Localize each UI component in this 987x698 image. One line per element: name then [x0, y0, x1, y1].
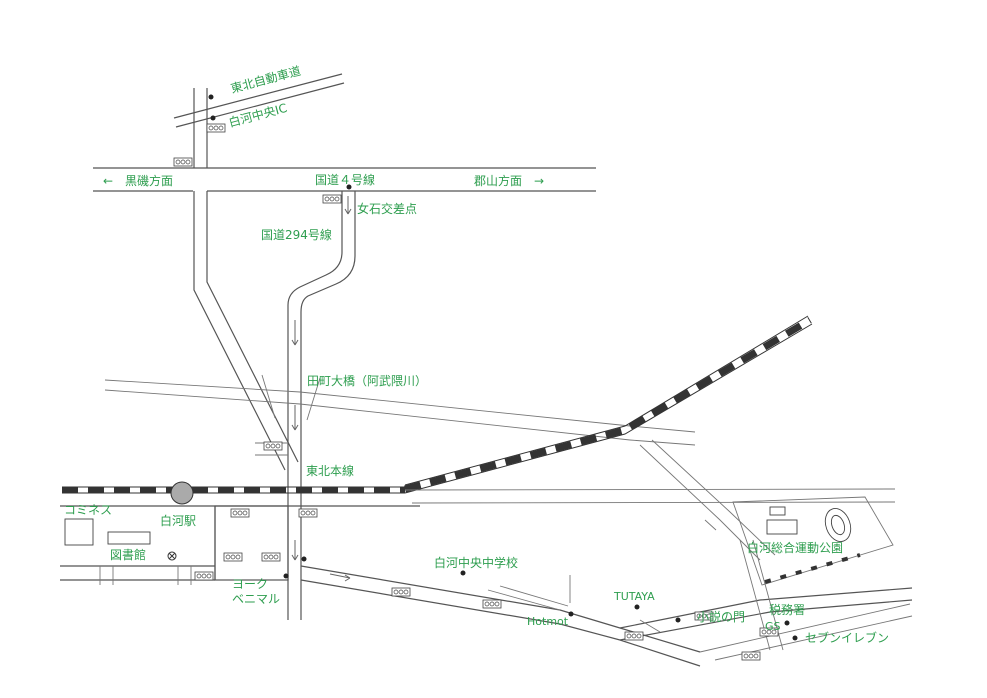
- label-park: 白河総合運動公園: [747, 540, 843, 555]
- east-connector-road: [639, 439, 776, 561]
- label-station: 白河駅: [160, 513, 196, 528]
- label-tutaya: TUTAYA: [613, 590, 655, 603]
- signal-icon: [173, 123, 779, 661]
- label-library: 図書館: [110, 547, 146, 562]
- southeast-road: [300, 565, 701, 667]
- label-tax: 税務署: [769, 603, 805, 617]
- label-ic: 白河中央IC: [227, 100, 289, 130]
- sports-park-area: [732, 496, 894, 586]
- location-dots: [208, 94, 798, 641]
- label-dir-east: 郡山方面 →: [474, 173, 544, 188]
- label-dir-west: ← 黒磯方面: [103, 173, 173, 188]
- park-rail: [764, 553, 861, 584]
- label-expressway: 東北自動車道: [229, 64, 302, 96]
- label-hotmot: Hotmot: [527, 615, 569, 628]
- cominess-building: [64, 518, 94, 546]
- route4-road: [93, 167, 596, 192]
- library-symbol: [167, 551, 177, 561]
- label-shosetsu: 小説の門: [697, 609, 745, 624]
- spur-line: [404, 488, 896, 504]
- label-cominess: コミネス: [64, 503, 112, 517]
- tohoku-line-west: [62, 486, 405, 494]
- tohoku-line-east: [404, 315, 813, 494]
- label-jr-line: 東北本線: [306, 463, 354, 478]
- label-route294: 国道294号線: [261, 227, 332, 242]
- label-school: 白河中央中学校: [434, 555, 518, 570]
- label-onna-ishi: 女石交差点: [357, 201, 417, 216]
- shirakawa-station-marker: [170, 481, 194, 505]
- station-roads: [60, 442, 420, 585]
- abukuma-river: [104, 374, 696, 446]
- label-gs: GS: [765, 620, 781, 633]
- route294-road: [287, 191, 356, 620]
- library-building: [107, 531, 151, 545]
- label-yorkbenimaru: ヨークベニマル: [232, 577, 280, 606]
- label-seven: セブンイレブン: [805, 630, 889, 645]
- label-bridge: 田町大橋（阿武隈川）: [307, 374, 427, 388]
- tohoku-expressway: [173, 73, 345, 128]
- ic-access-road: [193, 88, 208, 168]
- label-route4: 国道４号線: [315, 172, 375, 187]
